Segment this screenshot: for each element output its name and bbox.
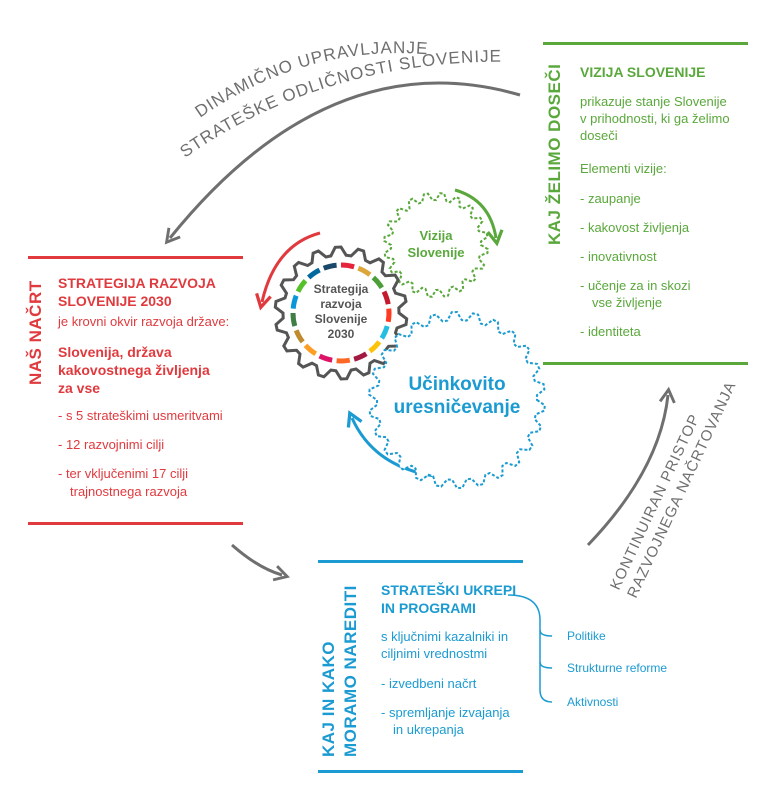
vision-elements-heading: Elementi vizije:	[580, 161, 667, 176]
sdg-ring-segment	[307, 267, 321, 280]
vision-gear-line1: Vizija	[419, 228, 453, 243]
sdg-ring-segment	[293, 329, 305, 344]
vision-title: VIZIJA SLOVENIJE	[580, 64, 706, 80]
sdg-ring-segment	[295, 279, 308, 293]
strategy-goal-line1: Slovenija, država	[58, 344, 172, 360]
actions-bottom-rule	[318, 770, 523, 773]
strategy-gear-line4: 2030	[328, 327, 355, 341]
actions-item-3: - spremljanje izvajanja	[381, 705, 510, 720]
strategy-gear-line1: Strategija	[314, 282, 369, 296]
strategy-intro: je krovni okvir razvoja države:	[58, 314, 230, 329]
bottom-left-arrow	[231, 543, 290, 582]
sdg-ring-segment	[290, 294, 299, 309]
branch-brace	[507, 594, 553, 703]
vision-item-4-cont: vse življenje	[592, 295, 663, 310]
sdg-ring-segment	[379, 325, 390, 340]
sdg-ring-segment	[318, 353, 333, 363]
sdg-ring-segment	[322, 262, 337, 271]
actions-item-2: - izvedbeni načrt	[381, 676, 477, 691]
sdg-ring-segment	[357, 265, 372, 277]
right-arc-arrow	[586, 386, 676, 547]
sdg-ring-segment	[340, 262, 355, 270]
actions-title-line2: IN PROGRAMI	[381, 600, 476, 616]
actions-title-line1: STRATEŠKI UKREPI	[381, 582, 517, 598]
branch-aktivnosti: Aktivnosti	[567, 695, 619, 709]
top-arc-arrow	[164, 81, 521, 245]
vision-desc-line3: doseči	[580, 128, 618, 143]
strategy-gear-line3: Slovenije	[315, 312, 368, 326]
actions-item-3-cont: in ukrepanja	[393, 722, 464, 737]
vision-item-5: - identiteta	[580, 324, 641, 339]
sdg-ring-segment	[368, 340, 382, 354]
branch-strukturne-reforme: Strukturne reforme	[567, 661, 668, 675]
strategy-goal-line2: kakovostnega življenja	[58, 362, 210, 378]
strategy-rotation-arrow	[255, 231, 321, 311]
sdg-ring-segment	[371, 275, 384, 290]
sdg-ring-segment	[381, 290, 391, 305]
strategy-goal-line3: za vse	[58, 380, 101, 396]
strategy-title-line2: SLOVENIJE 2030	[58, 293, 172, 309]
strategy-bottom-rule	[28, 522, 243, 525]
vision-bottom-rule	[543, 362, 748, 365]
actions-top-rule	[318, 560, 523, 563]
sdg-ring-segment	[303, 343, 318, 356]
vision-gear-line2: Slovenije	[407, 245, 464, 260]
actions-item-1-cont: ciljnimi vrednostmi	[381, 646, 488, 661]
implementation-gear-line2: uresničevanje	[394, 397, 521, 418]
implementation-gear-icon	[368, 310, 546, 490]
vision-top-rule	[543, 42, 748, 45]
vision-rotation-arrow	[454, 188, 504, 247]
vision-desc-line1: prikazuje stanje Slovenije	[580, 94, 727, 109]
strategy-gear-icon	[273, 245, 409, 381]
branch-politike: Politike	[567, 629, 606, 643]
strategy-top-rule	[28, 256, 243, 259]
vision-desc-line2: v prihodnosti, ki ga želimo	[580, 111, 730, 126]
sdg-ring-segment	[385, 308, 392, 323]
strategy-item-1: - s 5 strateškimi usmeritvami	[58, 408, 223, 423]
sdg-ring-segment	[353, 351, 368, 362]
vision-gear-icon	[383, 192, 489, 298]
strategy-item-2: - 12 razvojnimi cilji	[58, 437, 165, 452]
strategy-item-3-cont: trajnostnega razvoja	[70, 484, 188, 499]
strategy-gear-line2: razvoja	[320, 297, 362, 311]
strategy-title-line1: STRATEGIJA RAZVOJA	[58, 275, 216, 291]
actions-item-1: s ključnimi kazalniki in	[381, 629, 509, 644]
strategy-item-3: - ter vključenimi 17 cilji	[58, 466, 189, 481]
vision-item-1: - zaupanje	[580, 191, 641, 206]
vision-item-4: - učenje za in skozi	[580, 278, 691, 293]
implementation-gear-line1: Učinkovito	[408, 374, 505, 395]
vision-item-2: - kakovost življenja	[580, 220, 690, 235]
sdg-ring-segment	[290, 312, 298, 327]
vision-item-3: - inovativnost	[580, 249, 657, 264]
sdg-ring-segment	[336, 357, 351, 364]
